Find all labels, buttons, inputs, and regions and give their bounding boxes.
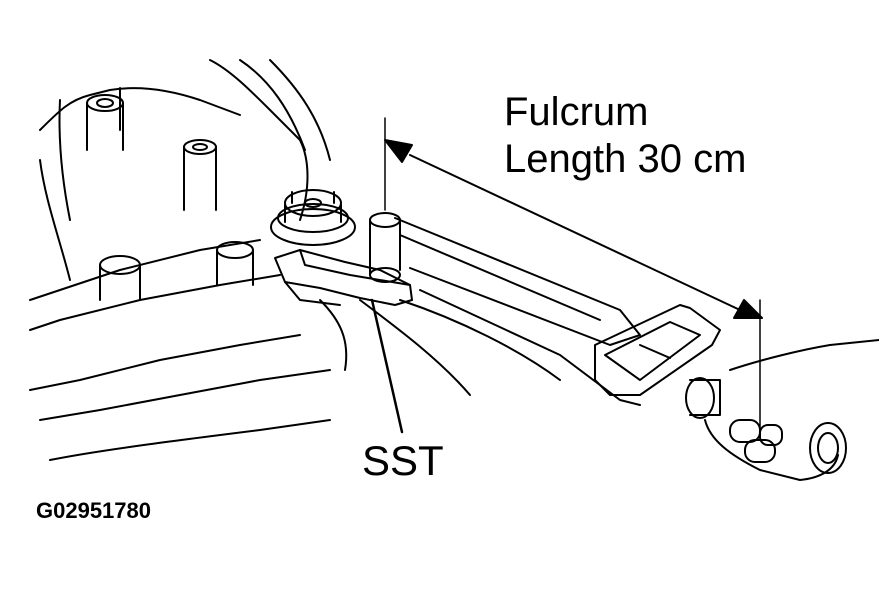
fulcrum-label-line2: Length 30 cm (504, 137, 747, 181)
figure-id: G02951780 (36, 498, 151, 523)
sst-label: SST (362, 437, 444, 484)
fulcrum-label-line1: Fulcrum (504, 90, 649, 134)
hand (704, 299, 879, 481)
engine-block (29, 59, 561, 461)
sst-bracket (274, 249, 413, 306)
hoses (86, 94, 254, 301)
sst-leader-line (370, 298, 404, 434)
torque-wrench (369, 117, 721, 419)
fulcrum-dimension-arrow (384, 139, 763, 319)
pulley-bolt (270, 189, 356, 246)
